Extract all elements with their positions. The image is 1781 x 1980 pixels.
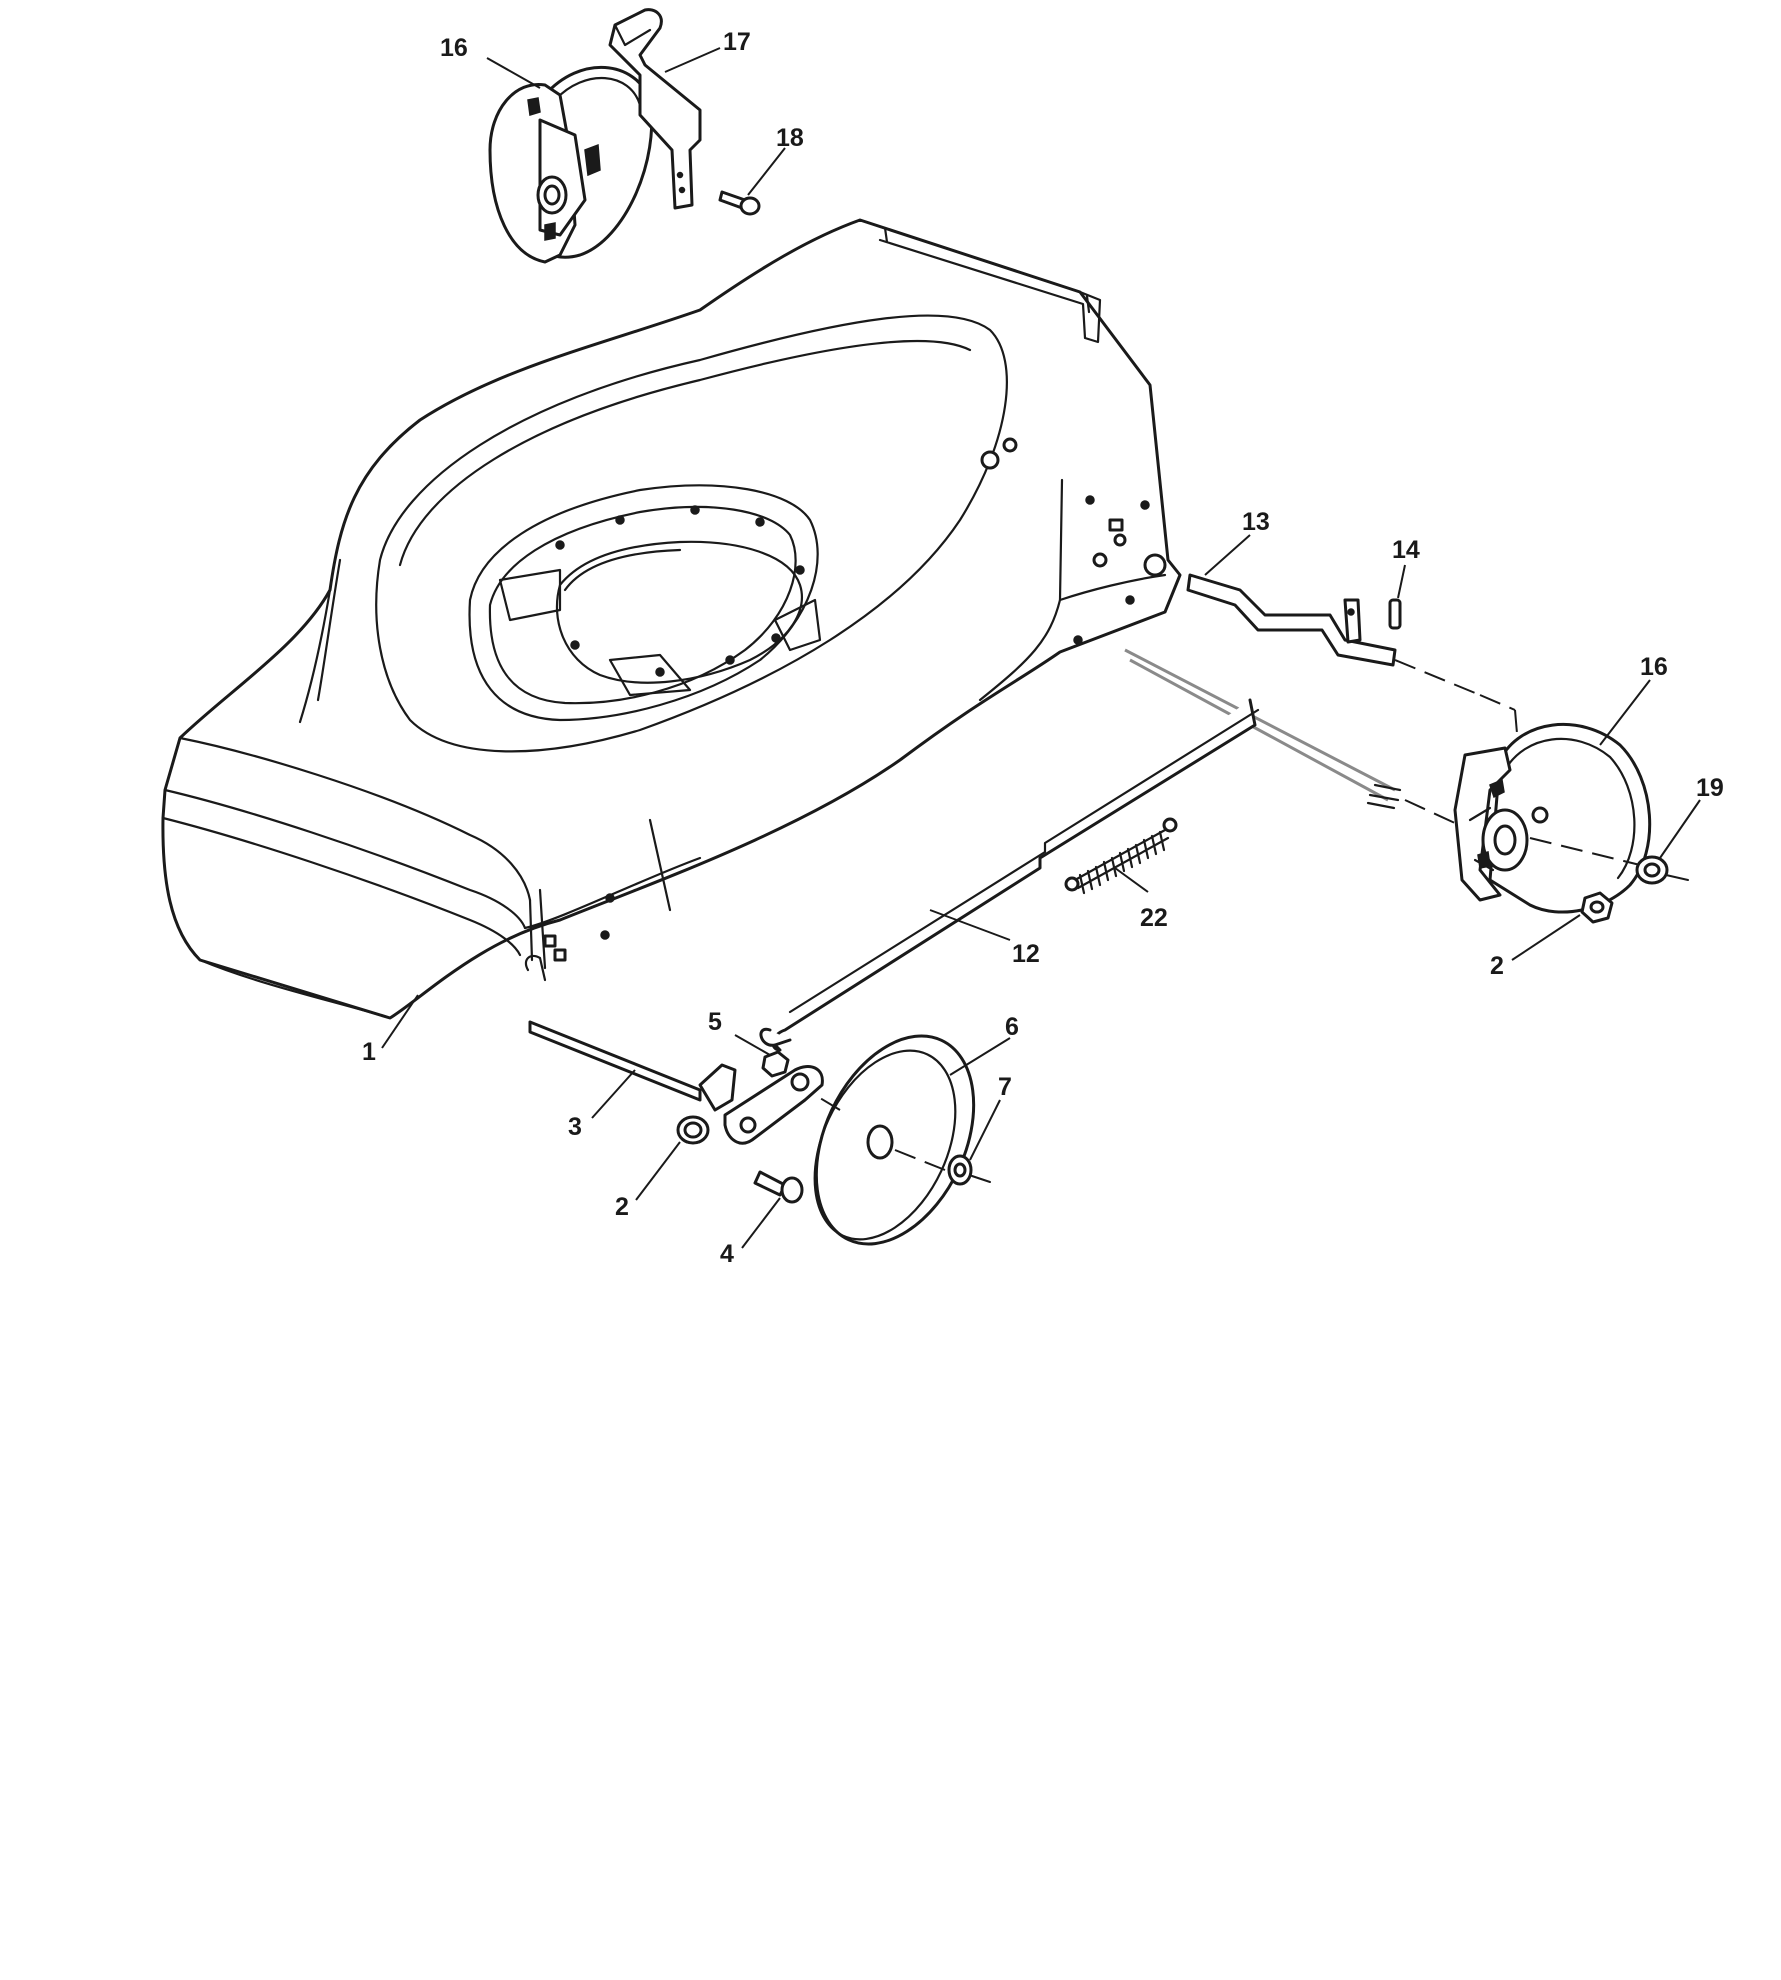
callout-2-front: 2 [615,1193,629,1221]
callout-12: 12 [1012,940,1040,968]
bolt-4 [753,1170,804,1204]
callout-6: 6 [1005,1013,1019,1041]
front-height-rod [759,698,1260,1052]
mower-deck [161,218,1182,1020]
rear-axle [1124,648,1471,831]
callout-17: 17 [723,28,751,56]
leader-lines [381,47,1701,1249]
nut-2-front [676,1115,710,1145]
callout-16-right: 16 [1640,653,1668,681]
washer-19 [1635,855,1689,885]
spring [1064,817,1178,895]
callout-3: 3 [568,1113,582,1141]
nut-2-rear [1580,891,1614,924]
pin [1388,598,1402,630]
rear-wheel-top [488,65,654,264]
rear-wheel-right [1453,723,1652,914]
callout-16-top: 16 [440,34,468,62]
callout-18: 18 [776,124,804,152]
callout-labels: 1 2 2 3 4 5 6 7 12 13 14 16 16 17 18 19 … [362,28,1724,1268]
screw-18 [718,190,761,216]
callout-14: 14 [1392,536,1420,564]
callout-13: 13 [1242,508,1270,536]
callout-4: 4 [720,1240,734,1268]
callout-22: 22 [1140,904,1168,932]
wheel-bracket [608,8,702,210]
rear-height-bar [1186,573,1519,770]
callout-7: 7 [998,1073,1012,1101]
washer-7 [947,1154,991,1186]
callout-5: 5 [708,1008,722,1036]
callout-19: 19 [1696,774,1724,802]
callout-2-rear: 2 [1490,952,1504,980]
height-adjuster-plate [723,1065,824,1145]
front-axle [528,1020,737,1112]
front-wheel [813,1034,976,1246]
callout-1: 1 [362,1038,376,1066]
nut-5 [761,1050,790,1078]
